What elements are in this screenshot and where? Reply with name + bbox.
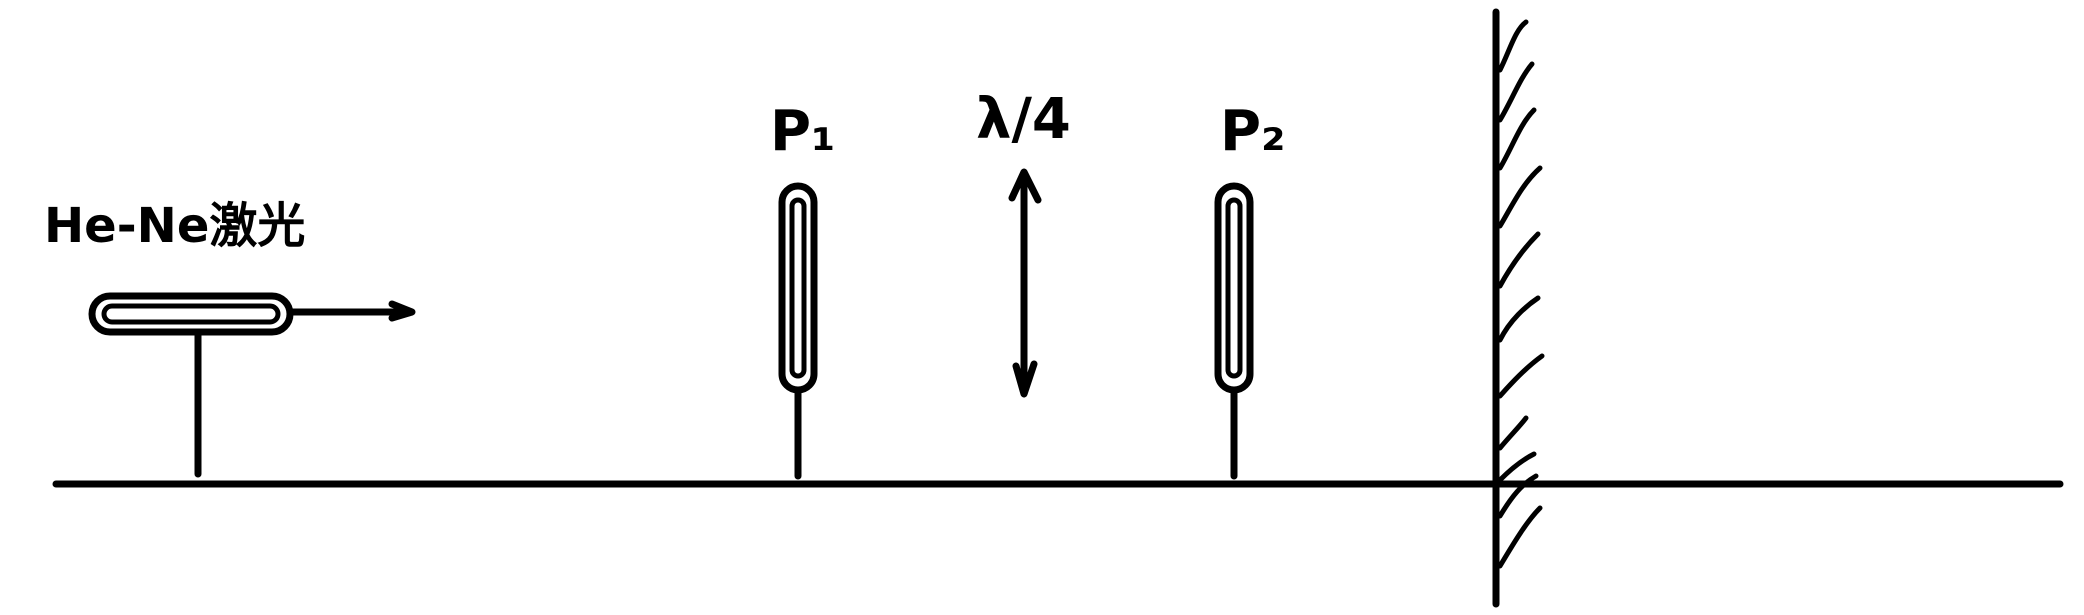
mirror	[1492, 8, 1545, 608]
quarter-wave-plate-label: λ/4	[976, 87, 1071, 152]
polarizer-p2-label: P₂	[1220, 99, 1286, 164]
quarter-wave-plate	[1008, 168, 1042, 398]
wave-plate-arrowhead-top	[1008, 168, 1042, 204]
polarizer-p1	[778, 182, 818, 480]
polarizer-p1-inner	[789, 197, 807, 379]
he-ne-laser	[88, 292, 416, 478]
polarizer-p1-frame	[778, 182, 818, 394]
polarizer-p2-frame	[1214, 182, 1254, 394]
laser-tube-inner	[101, 303, 281, 325]
polarizer-p2-inner	[1225, 197, 1243, 379]
polarizer-p2	[1214, 182, 1254, 480]
mirror-hatch	[1497, 19, 1545, 569]
laser-tube	[88, 292, 294, 336]
laser-label: He-Ne激光	[44, 198, 305, 254]
wave-plate-arrowhead-bottom	[1012, 360, 1038, 398]
laser-beam-arrowhead	[388, 300, 416, 322]
polarizer-p1-label: P₁	[770, 99, 836, 164]
